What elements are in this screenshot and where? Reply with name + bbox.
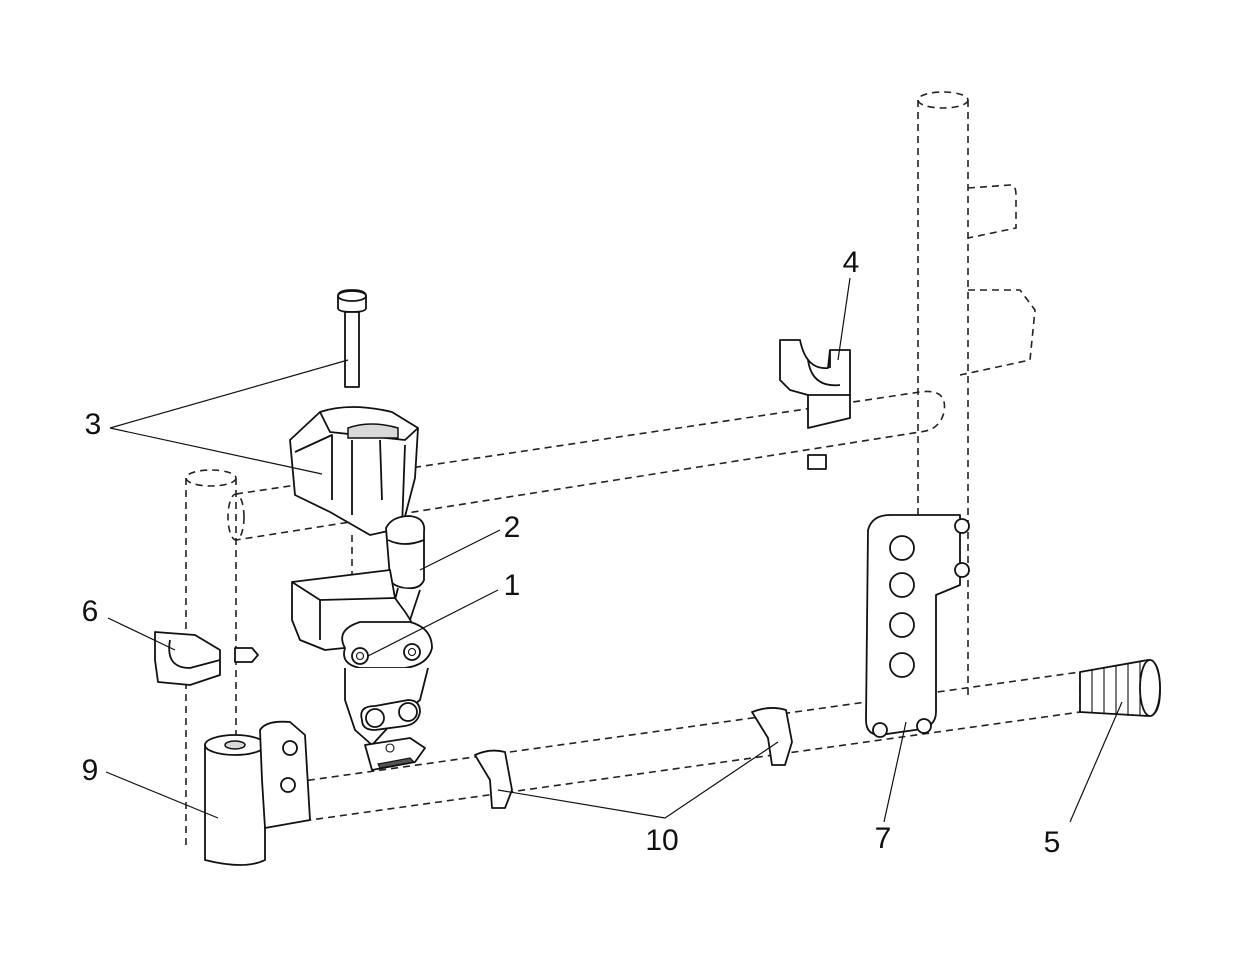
callout-3: 3: [85, 408, 102, 441]
callout-2: 2: [504, 511, 521, 544]
callout-4: 4: [843, 246, 860, 279]
callout-9: 9: [82, 754, 99, 787]
callout-1: 1: [504, 569, 521, 602]
part-4-clip: [779, 339, 851, 470]
part-7-plate: [865, 514, 970, 738]
frame-outline: [185, 91, 1081, 850]
leader-lines: [105, 277, 1123, 823]
part-3-bolt: [337, 289, 367, 388]
callout-10: 10: [645, 824, 678, 857]
part-6-clip: [154, 631, 259, 686]
part-10-clamps: [474, 707, 793, 809]
part-3-clamp: [289, 406, 419, 590]
part-9-pivot: [204, 720, 311, 866]
callout-7: 7: [875, 822, 892, 855]
callout-6: 6: [82, 595, 99, 628]
callout-5: 5: [1044, 826, 1061, 859]
part-5-grip: [1079, 659, 1161, 717]
part-1-brake: [291, 569, 433, 771]
